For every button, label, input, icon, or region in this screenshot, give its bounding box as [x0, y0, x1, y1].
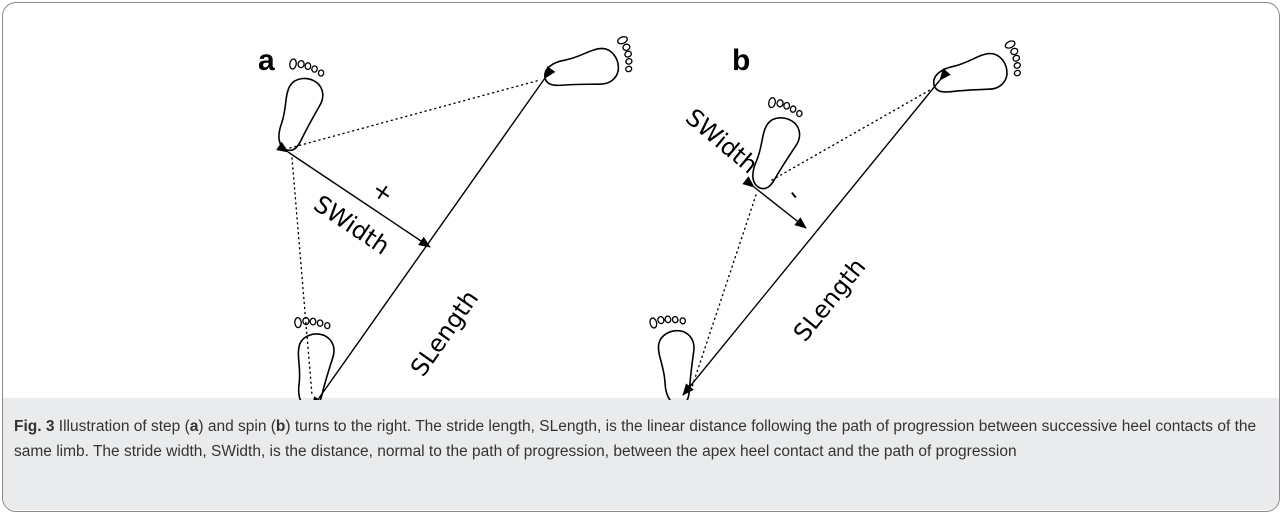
- caption-text-3: ) turns to the right. The stride length,…: [14, 418, 1257, 460]
- sign-plus-a: +: [367, 175, 399, 209]
- swidth-arrow-a: [276, 141, 431, 248]
- caption-background: [3, 398, 1279, 510]
- slength-label-b: SLength: [788, 253, 871, 347]
- footprint-b-top: [928, 37, 1030, 112]
- panel-a-letter: a: [258, 44, 275, 77]
- caption-ref-a: a: [189, 418, 199, 435]
- slength-label-a: SLength: [405, 285, 484, 381]
- panel-b-letter: b: [732, 44, 750, 77]
- footprint-a-bottom: [292, 314, 339, 400]
- dotted-path-b-bottom: [689, 194, 757, 394]
- sign-minus-b: -: [781, 182, 808, 207]
- caption-text-1: Illustration of step (: [54, 418, 190, 435]
- figure-illustration: a + SWidth SLength b: [258, 33, 1030, 400]
- figure-label: Fig. 3: [14, 418, 55, 435]
- panel-b: b - SWidth SLength: [647, 37, 1030, 400]
- panel-a: a + SWidth SLength: [258, 33, 641, 400]
- dotted-path-b-top: [771, 89, 931, 181]
- slength-arrow-b: [682, 68, 951, 396]
- swidth-arrow-b: [742, 176, 807, 229]
- footprint-a-top: [540, 33, 641, 105]
- dotted-path-a-bottom: [291, 157, 313, 396]
- swidth-label-b: SWidth: [680, 103, 763, 179]
- footprint-b-apex: [749, 96, 808, 195]
- caption-ref-b: b: [275, 418, 286, 435]
- caption-text-2: ) and spin (: [198, 418, 276, 435]
- figure-caption: Fig. 3 Illustration of step (a) and spin…: [14, 415, 1269, 464]
- footprint-b-bottom: [647, 309, 708, 400]
